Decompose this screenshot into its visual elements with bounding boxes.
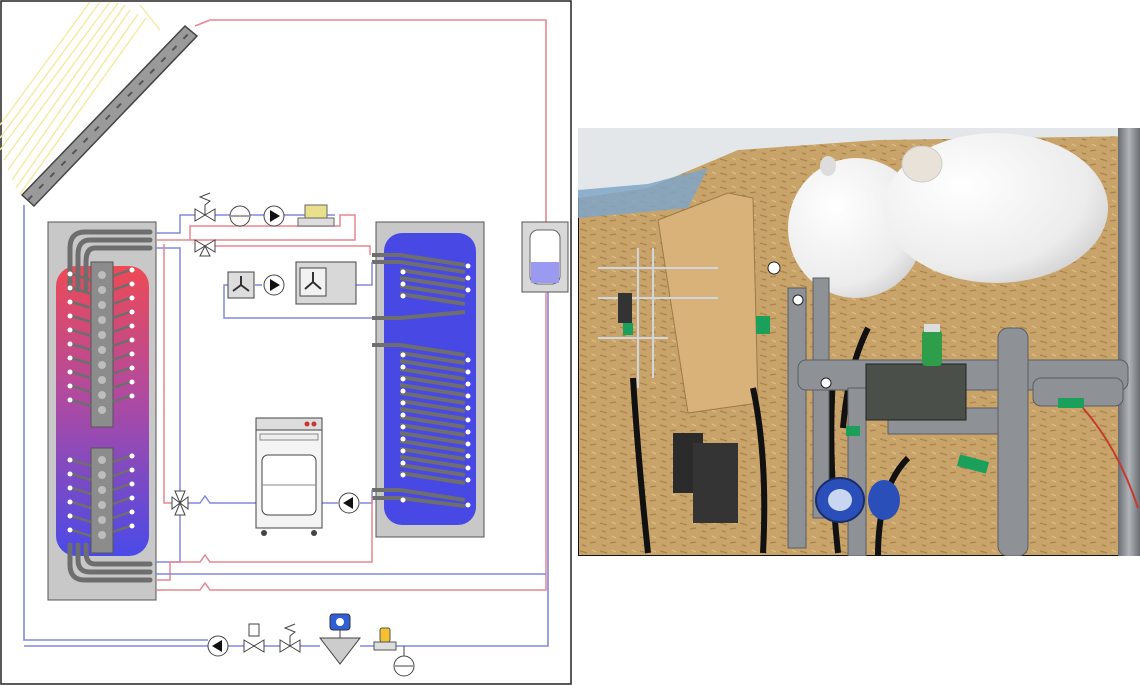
hydraulic-schematic [0, 0, 572, 685]
three-way-valve-icon [194, 239, 216, 257]
flow-meter-icon [318, 613, 362, 665]
pump-icon [207, 635, 229, 657]
three-way-valve-icon [171, 490, 189, 516]
bottom-solar-components [24, 573, 546, 677]
heat-pump-storage-tank [372, 221, 485, 538]
fan-coil-unit [295, 261, 357, 305]
stratified-storage-tank [47, 221, 157, 601]
safety-valve-icon [194, 192, 216, 222]
solar-loop-pipes [23, 19, 549, 647]
upper-exchanger [90, 261, 114, 428]
valve-icon [243, 623, 265, 653]
heat-meter-body [865, 363, 967, 421]
heat-pump-unit [255, 417, 323, 536]
expansion-vessel [521, 221, 569, 293]
heat-meter-icon [297, 204, 335, 227]
ceiling [578, 128, 1140, 198]
solar-rays-icon [0, 1, 161, 195]
schematic-border [0, 0, 572, 685]
pump-icon [263, 274, 285, 296]
sensor-icon [373, 627, 397, 651]
lower-exchanger [90, 447, 114, 554]
top-charging-loop [156, 192, 371, 563]
fan-icon [227, 271, 255, 299]
pump-icon [263, 205, 285, 227]
heat-pump-loop [156, 244, 547, 591]
flow-sensor-icon [229, 205, 251, 227]
pump-icon [338, 492, 360, 514]
safety-valve-icon [279, 623, 301, 653]
solar-collector [0, 1, 199, 208]
fan-coil-loop [223, 261, 373, 319]
wooden-cabinet [657, 192, 759, 414]
expansion-tank-icon [393, 646, 415, 677]
installation-photo [578, 128, 1140, 556]
